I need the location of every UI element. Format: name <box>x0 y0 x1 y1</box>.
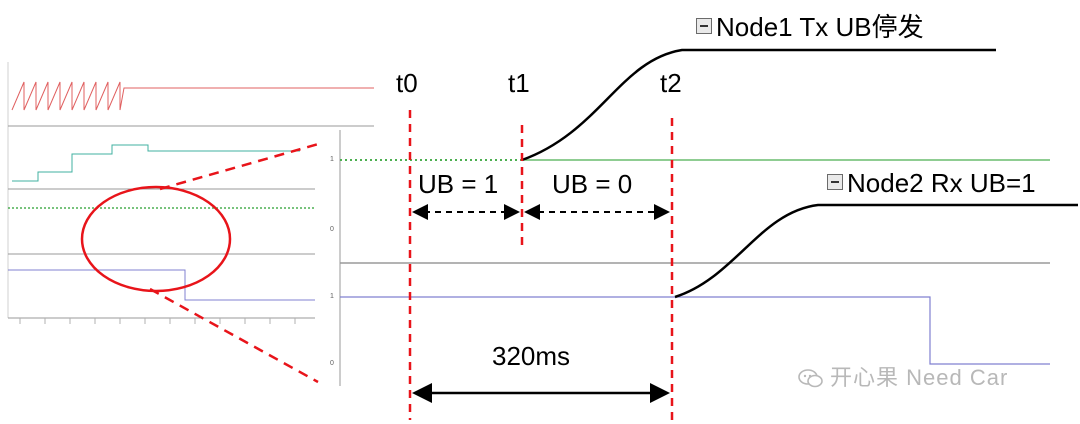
watermark-text: 开心果 Need Car <box>830 365 1009 390</box>
watermark: 开心果 Need Car <box>798 367 1008 389</box>
arrow-duration <box>412 383 670 403</box>
label-ub-zero: UB = 0 <box>552 169 633 199</box>
rx-signal-title-text: Node2 Rx UB=1 <box>847 168 1036 198</box>
tick-tx-high: 1 <box>330 156 334 163</box>
arrow-ub-zero <box>524 204 670 220</box>
thumbnail-scope <box>7 62 374 384</box>
zoom-line-bottom <box>149 287 319 384</box>
tx-signal-title-text: Node1 Tx UB停发 <box>716 12 924 42</box>
thumb-sawtooth-trace <box>11 81 374 111</box>
collapse-icon[interactable] <box>696 18 712 34</box>
highlight-ellipse <box>80 185 232 293</box>
collapse-icon[interactable] <box>827 174 843 190</box>
tick-rx-low: 0 <box>330 360 334 367</box>
tx-ub-curve <box>521 48 996 162</box>
wechat-icon <box>798 369 823 388</box>
tick-rx-high: 1 <box>330 293 334 300</box>
label-t2: t2 <box>660 68 682 98</box>
rx-ub-curve <box>674 203 1078 299</box>
label-duration: 320ms <box>492 341 571 371</box>
label-t1: t1 <box>508 68 530 98</box>
rx-trace <box>340 296 1050 365</box>
tick-tx-low: 0 <box>330 226 334 233</box>
thumb-staircase-trace <box>12 144 300 182</box>
zoom-line-top <box>159 141 323 191</box>
arrow-ub-one <box>412 204 520 220</box>
label-t0: t0 <box>396 68 418 98</box>
zoomed-scope <box>339 48 1078 424</box>
thumb-rx-trace <box>8 269 315 301</box>
thumb-time-ticks <box>19 318 296 324</box>
tx-signal-title: Node1 Tx UB停发 <box>696 14 924 40</box>
rx-signal-title: Node2 Rx UB=1 <box>827 170 1036 196</box>
label-ub-one: UB = 1 <box>418 169 499 199</box>
